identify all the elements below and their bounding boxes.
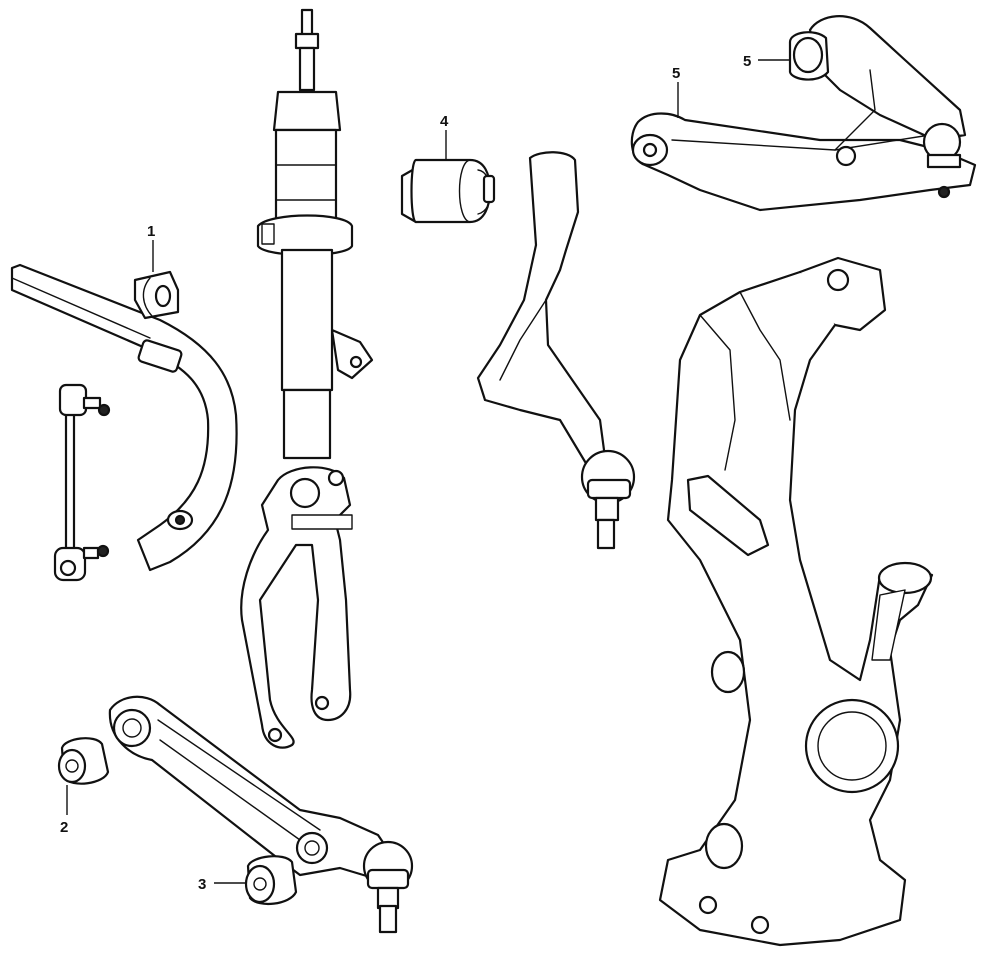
callout-4: 4 bbox=[440, 113, 449, 130]
stabilizer-link bbox=[53, 383, 111, 582]
upper-control-arm bbox=[630, 15, 977, 212]
control-arm-bushing bbox=[400, 158, 496, 224]
callout-5-left: 5 bbox=[672, 65, 680, 82]
stabilizer-bar bbox=[10, 263, 238, 572]
strut-fork bbox=[240, 466, 353, 749]
shock-absorber bbox=[256, 8, 374, 460]
idler-arm bbox=[476, 151, 636, 550]
callout-5-right: 5 bbox=[743, 53, 751, 70]
lower-arm-front-bushing bbox=[57, 737, 110, 785]
callout-1: 1 bbox=[147, 223, 155, 240]
callout-2: 2 bbox=[60, 819, 68, 836]
steering-knuckle bbox=[658, 256, 934, 947]
stabilizer-bushing bbox=[133, 270, 180, 320]
lower-control-arm bbox=[108, 695, 414, 934]
lower-arm-rear-bushing bbox=[244, 855, 298, 906]
callout-3: 3 bbox=[198, 876, 206, 893]
